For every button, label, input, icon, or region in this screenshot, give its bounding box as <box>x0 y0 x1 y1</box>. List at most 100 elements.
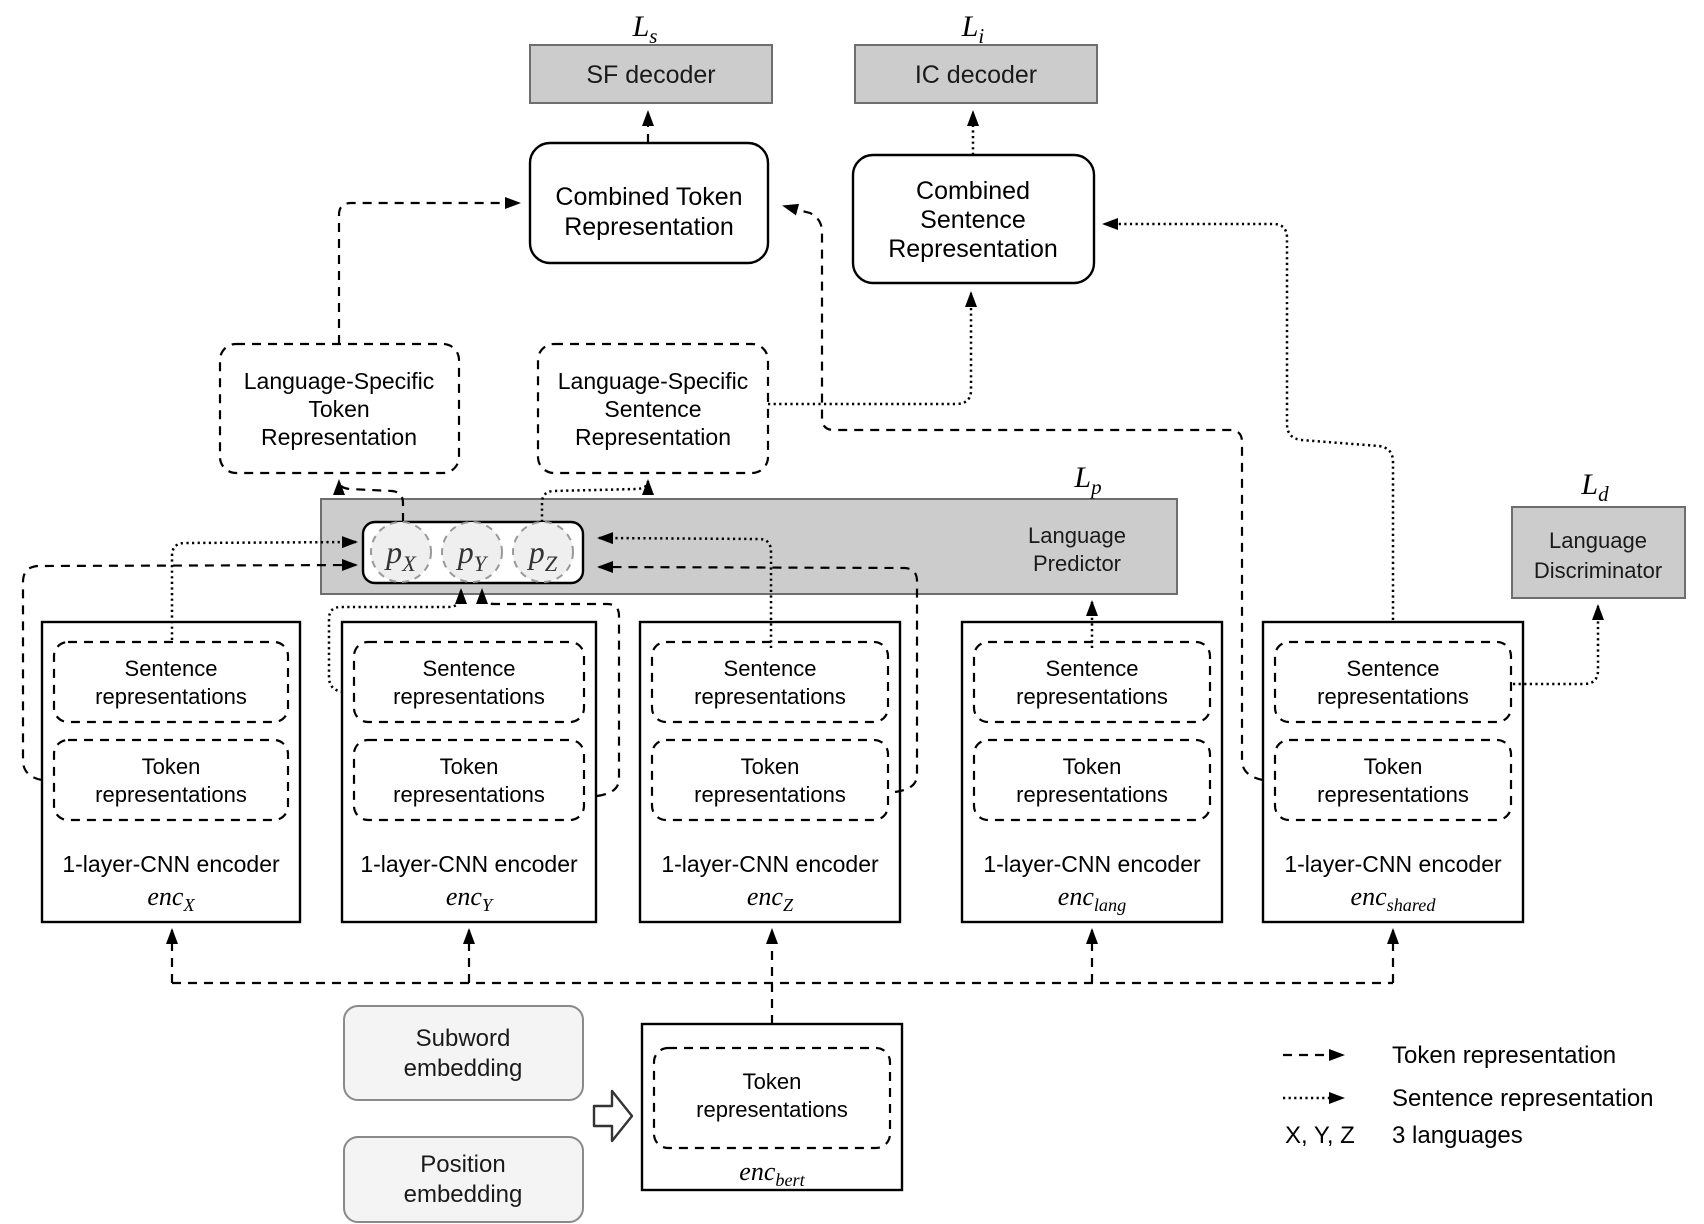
sentence-representations-box <box>52 640 290 724</box>
edge-px-to-lang-specific-token <box>333 479 405 522</box>
token-representations-box <box>52 738 290 822</box>
lang-specific-token-line1: Language-Specific <box>244 368 435 394</box>
bert-token-line2: representations <box>696 1097 848 1122</box>
lang-specific-sentence-line1: Language-Specific <box>558 368 749 394</box>
encoder-enc-shared <box>1261 620 1525 924</box>
combined-token-line2: Representation <box>564 213 734 241</box>
combined-sentence-line2: Sentence <box>920 206 1026 234</box>
legend-sentence-label: Sentence representation <box>1392 1085 1654 1112</box>
edge-encx-token-to-predictor <box>21 559 358 782</box>
subword-embedding-line1: Subword <box>416 1025 511 1052</box>
legend-languages-key: X, Y, Z <box>1285 1122 1355 1149</box>
ency-token-line2: representations <box>393 782 545 807</box>
py-label: pY <box>456 534 489 576</box>
encoder-enc-lang <box>960 620 1224 924</box>
lang-specific-sentence-line3: Representation <box>575 424 731 450</box>
token-representations-box <box>1273 738 1513 822</box>
token-representations-box <box>650 738 890 822</box>
px-label: pX <box>384 534 417 576</box>
encshared-sentence-line1: Sentence <box>1347 656 1440 681</box>
subword-embedding-line2: embedding <box>404 1055 523 1082</box>
enclang-sentence-line1: Sentence <box>1046 656 1139 681</box>
enclang-name: enclang <box>1058 882 1126 915</box>
encshared-title: 1-layer-CNN encoder <box>1284 851 1502 877</box>
enclang-sentence-line2: representations <box>1016 684 1168 709</box>
edge-encx-sentence-to-predictor <box>170 536 358 640</box>
sf-decoder-box <box>529 44 773 104</box>
pz-label: pZ <box>527 534 558 576</box>
encx-sentence-line2: representations <box>95 684 247 709</box>
encz-token-line2: representations <box>694 782 846 807</box>
encz-title: 1-layer-CNN encoder <box>661 851 879 877</box>
encx-name: encX <box>147 882 195 915</box>
ency-name: encY <box>446 882 494 915</box>
sentence-representations-box <box>352 640 586 724</box>
lang-specific-token-line3: Representation <box>261 424 417 450</box>
encx-title: 1-layer-CNN encoder <box>62 851 280 877</box>
encoder-enc-x <box>40 620 302 924</box>
sentence-representations-box <box>972 640 1212 724</box>
ic-decoder-label: IC decoder <box>915 61 1037 89</box>
encz-sentence-line2: representations <box>694 684 846 709</box>
encshared-token-line2: representations <box>1317 782 1469 807</box>
edge-encz-sentence-to-predictor <box>597 532 773 648</box>
ic-decoder-box <box>854 44 1098 104</box>
lang-specific-token-line2: Token <box>308 396 369 422</box>
loss-discriminator-label: Ld <box>1580 468 1609 506</box>
loss-intent-label: Li <box>961 10 985 48</box>
combined-sentence-line1: Combined <box>916 177 1030 205</box>
edge-ency-sentence-to-predictor <box>327 588 467 694</box>
enclang-title: 1-layer-CNN encoder <box>983 851 1201 877</box>
sf-decoder-label: SF decoder <box>586 61 715 89</box>
loss-slot-label: Ls <box>632 10 658 48</box>
language-predictor-line2: Predictor <box>1033 551 1121 576</box>
lang-specific-sentence-line2: Sentence <box>604 396 701 422</box>
language-discriminator-line1: Language <box>1549 528 1647 553</box>
encshared-token-line1: Token <box>1364 754 1423 779</box>
encoder-enc-z <box>638 620 902 924</box>
position-embedding-line1: Position <box>420 1151 505 1178</box>
bert-name: encbert <box>739 1157 805 1190</box>
encshared-name: encshared <box>1351 882 1437 915</box>
edge-ency-token-to-predictor <box>476 588 621 798</box>
encshared-sentence-line2: representations <box>1317 684 1469 709</box>
px-circle <box>370 521 432 583</box>
loss-predictor-label: Lp <box>1073 461 1101 499</box>
encz-token-line1: Token <box>741 754 800 779</box>
edge-pz-to-lang-specific-sentence <box>540 479 654 522</box>
block-arrow-icon <box>592 1089 634 1143</box>
position-embedding-box <box>343 1136 584 1223</box>
language-predictor-line1: Language <box>1028 523 1126 548</box>
token-representations-box <box>352 738 586 822</box>
encx-token-line1: Token <box>142 754 201 779</box>
combined-sentence-line3: Representation <box>888 235 1058 263</box>
ency-title: 1-layer-CNN encoder <box>360 851 578 877</box>
ency-sentence-line1: Sentence <box>423 656 516 681</box>
edge-encz-token-to-predictor <box>597 561 919 794</box>
py-circle <box>441 521 503 583</box>
enclang-token-line2: representations <box>1016 782 1168 807</box>
encz-sentence-line1: Sentence <box>724 656 817 681</box>
language-discriminator-line2: Discriminator <box>1534 558 1662 583</box>
legend-token-label: Token representation <box>1392 1042 1616 1069</box>
encx-token-line2: representations <box>95 782 247 807</box>
edge-lang-specific-sentence-to-combined-sentence <box>768 291 977 406</box>
enclang-token-line1: Token <box>1063 754 1122 779</box>
combined-token-line1: Combined Token <box>555 183 742 211</box>
encx-sentence-line1: Sentence <box>125 656 218 681</box>
edge-shared-sentence-to-combined-sentence <box>1102 218 1395 620</box>
sentence-representations-box <box>1273 640 1513 724</box>
subword-embedding-box <box>343 1005 584 1101</box>
bert-token-representations-box <box>652 1046 892 1150</box>
encz-name: encZ <box>747 882 794 915</box>
sentence-representations-box <box>650 640 890 724</box>
edge-shared-token-to-combined-token <box>782 203 1264 782</box>
pz-circle <box>512 521 574 583</box>
language-discriminator-box <box>1511 506 1686 599</box>
encoder-enc-y <box>340 620 598 924</box>
edge-shared-sentence-to-discriminator <box>1513 604 1604 686</box>
bert-token-line1: Token <box>743 1069 802 1094</box>
legend-languages-value: 3 languages <box>1392 1122 1523 1149</box>
ency-token-line1: Token <box>440 754 499 779</box>
